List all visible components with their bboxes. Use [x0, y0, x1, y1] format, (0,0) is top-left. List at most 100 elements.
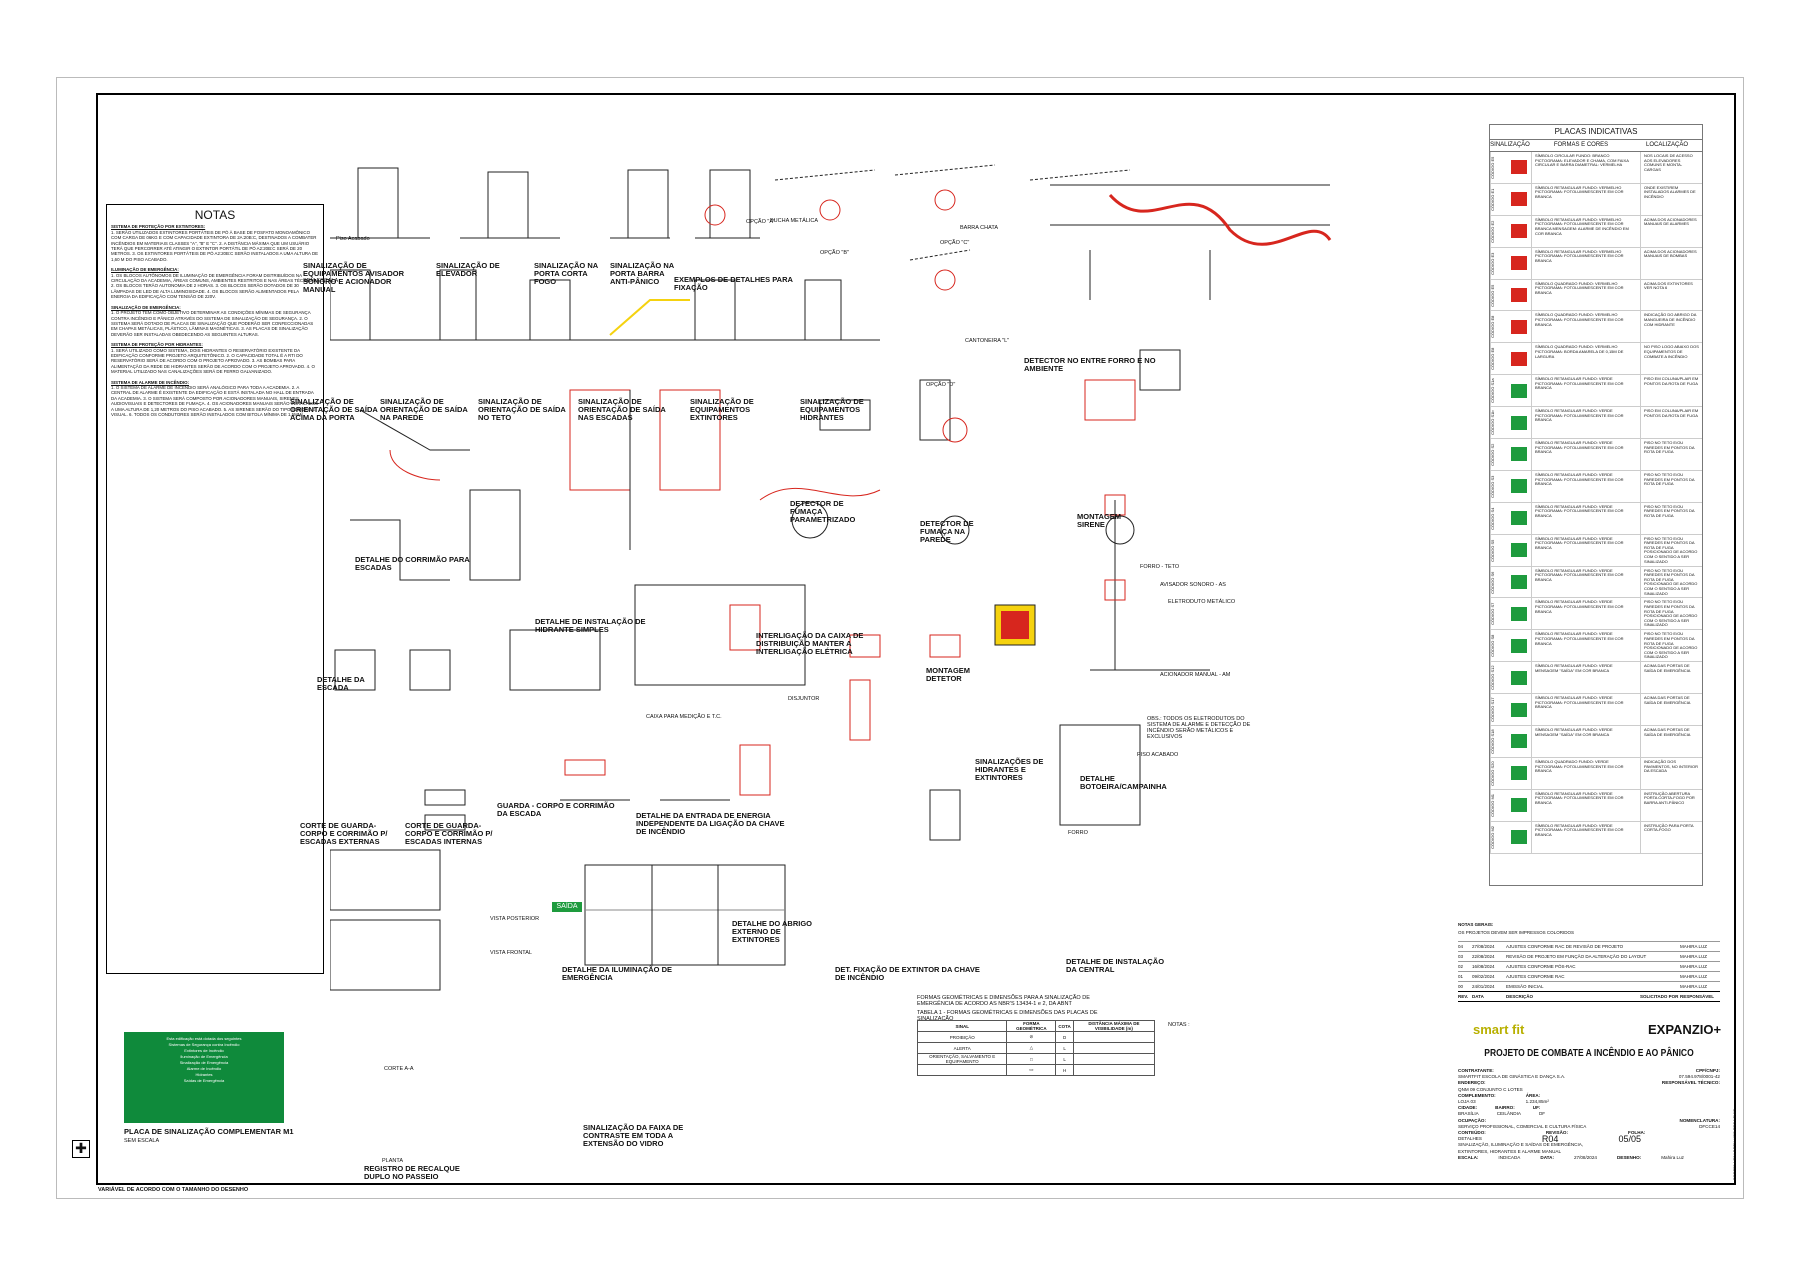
forro-label: FORRO — [1068, 830, 1088, 836]
plate-location: NOS LOCAIS DE ACESSO AOS ELEVADORES COMU… — [1640, 152, 1702, 183]
alarm-note: OBS.: TODOS OS ELETRODUTOS DO SISTEMA DE… — [1147, 716, 1251, 740]
alarm-label: FORRO - TETO — [1140, 564, 1180, 570]
plate-code: CÓDIGO S1a — [1490, 375, 1507, 407]
panel-line: Extintores de Incêndio — [184, 1048, 224, 1053]
notes-section-text: 1. SERÁ UTILIZADO COMO SISTEMA, DOIS HID… — [111, 347, 315, 375]
door-fire-icon — [1511, 830, 1527, 845]
tb-value: INDICADA — [1498, 1154, 1521, 1160]
plate-location: PISO NO TETO E/OU PAREDES EM PONTOS DA R… — [1640, 630, 1702, 662]
rev-by: MAHIRA LUZ — [1680, 984, 1708, 989]
rev-num: 00 — [1458, 984, 1464, 989]
tb-label: DESENHO: — [1616, 1154, 1642, 1160]
detail-title: SINALIZAÇÃO DE ORIENTAÇÃO DE SAÍDA NAS E… — [578, 397, 666, 422]
rev-num: 03 — [1458, 954, 1464, 959]
rev-col: SOLICITADO POR — [1640, 994, 1679, 999]
plate-row: CÓDIGO S20 SÍMBOLO QUADRADO FUNDO: VERDE … — [1490, 757, 1702, 790]
plate-sign — [1507, 758, 1531, 789]
titleblock-fields: CONTRATANTE:CPF/CNPJ: SMARTFIT ESCOLA DE… — [1458, 1068, 1720, 1161]
plate-code: CÓDIGO M2 — [1490, 821, 1507, 853]
saida-sign: SAÍDA — [552, 902, 582, 912]
forms-cell: H — [1055, 1064, 1074, 1076]
plate-desc: SÍMBOLO RETANGULAR FUNDO: VERDE PICTOGRA… — [1531, 375, 1640, 407]
detail-title: SINALIZAÇÃO DE EQUIPAMENTOS AVISADOR SON… — [303, 261, 404, 294]
exit-right-icon — [1511, 415, 1527, 430]
panel-line: Iluminação de Emergência — [180, 1054, 228, 1059]
rev-date: 27/08/2024 — [1472, 944, 1495, 949]
floor-square-icon — [1511, 351, 1527, 366]
panel-line: Hidrantes — [195, 1072, 213, 1077]
plate-location: PISO NO TETO E/OU PAREDES EM PONTOS DA R… — [1640, 502, 1702, 534]
tb-value: Mahira Luz — [1661, 1154, 1684, 1160]
fixing-label: BUCHA METÁLICA — [770, 218, 818, 224]
plate-code: CÓDIGO S20 — [1490, 757, 1507, 789]
tb-value: SERVIÇO PROFISSIONAL, COMERCIAL E CULTUR… — [1458, 1123, 1587, 1129]
project-title: PROJETO DE COMBATE A INCÊNDIO E AO PÂNIC… — [1484, 1048, 1694, 1059]
tb-value: SMARTFIT ESCOLA DE GINÁSTICA E DANÇA S.A… — [1458, 1074, 1566, 1080]
plate-code: CÓDIGO E2 — [1490, 215, 1507, 247]
plate-location: PISO EM COLUNA/PLAIR EM PONTOS DA ROTA D… — [1640, 407, 1702, 439]
detail-title: SINALIZAÇÃO DE ORIENTAÇÃO DE SAÍDA ACIMA… — [290, 397, 378, 422]
view-label: VISTA POSTERIOR — [490, 916, 540, 922]
detail-title: REGISTRO DE RECALQUE DUPLO NO PASSEIO — [364, 1164, 460, 1181]
extinguisher-icon — [1511, 288, 1527, 302]
opcao-label: OPÇÃO "C" — [940, 240, 970, 246]
plate-code: CÓDIGO E1 — [1490, 183, 1507, 215]
plate-sign — [1507, 694, 1531, 725]
tb-value: BRASÍLIA — [1458, 1111, 1479, 1117]
alarm-label: ELETRODUTO METÁLICO — [1168, 599, 1236, 605]
plate-desc: SÍMBOLO QUADRADO FUNDO: VERDE PICTOGRAMA… — [1531, 757, 1640, 789]
plate-location: INSTRUÇÃO PARA PORTA CORTA-FOGO — [1640, 821, 1702, 853]
plate-code: CÓDIGO E8 — [1490, 311, 1507, 343]
plate-code: CÓDIGO S8 — [1490, 630, 1507, 662]
notes-section-text: 1. O SISTEMA DE ALARME DE INCÊNDIO SERÁ … — [111, 384, 319, 417]
rev-desc: REVISÃO DE PROJETO EM FUNÇÃO DA ALTERAÇÃ… — [1506, 954, 1647, 959]
tb-label: CPF/CNPJ: — [1695, 1068, 1720, 1073]
plate-code: CÓDIGO S12 — [1490, 662, 1507, 694]
stairs-left-icon — [1511, 606, 1527, 621]
square-icon: □ — [1006, 1053, 1057, 1065]
rev-num: 01 — [1458, 974, 1464, 979]
tb-value: DETALHES — [1458, 1136, 1482, 1142]
plate-desc: SÍMBOLO RETANGULAR FUNDO: VERMELHO PICTO… — [1531, 247, 1640, 279]
plate-location: ACIMA DAS PORTAS DE SAÍDA DE EMERGÊNCIA — [1640, 662, 1702, 694]
detail-title: DETALHE DA ESCADA — [317, 675, 365, 692]
detail-title: SINALIZAÇÃO DE EQUIPAMENTOS HIDRANTES — [800, 397, 864, 422]
view-label: VISTA FRONTAL — [490, 950, 532, 956]
detail-title: SINALIZAÇÃO DE EQUIPAMENTOS EXTINTORES — [690, 397, 754, 422]
plate-location: PISO NO TETO E/OU PAREDES EM PONTOS DA R… — [1640, 566, 1702, 598]
detail-title: SINALIZAÇÃO DE ORIENTAÇÃO DE SAÍDA NO TE… — [478, 397, 566, 422]
rev-col: DESCRIÇÃO — [1506, 994, 1534, 999]
plate-desc: SÍMBOLO RETANGULAR FUNDO: VERDE PICTOGRA… — [1531, 470, 1640, 502]
detail-title: DETALHE DA ILUMINAÇÃO DE EMERGÊNCIA — [562, 965, 672, 982]
plate-desc: SÍMBOLO RETANGULAR FUNDO: VERDE PICTOGRA… — [1531, 598, 1640, 630]
detail-title: DETECTOR DE FUMAÇA NA PAREDE — [920, 519, 974, 544]
plates-header: SINALIZAÇÃO FORMAS E CORES LOCALIZAÇÃO — [1490, 140, 1702, 152]
forms-th: DISTÂNCIA MÁXIMA DE VISIBILIDADE (m) — [1072, 1020, 1156, 1032]
plate-location: ACIMA DOS ACIONADORES MANUAIS DE ALARMES — [1640, 215, 1702, 247]
plate-desc: SÍMBOLO RETANGULAR FUNDO: VERDE PICTOGRA… — [1531, 534, 1640, 566]
forms-cell: L — [1055, 1042, 1074, 1054]
plate-location: INDICAÇÃO DO ABRIGO DA MANGUEIRA DE INCÊ… — [1640, 311, 1702, 343]
stairs-up-icon — [1511, 575, 1527, 590]
panel-label: CAIXA PARA MEDIÇÃO E T.C. — [646, 714, 722, 720]
tb-label: OCUPAÇÃO: — [1458, 1117, 1486, 1123]
plate-code: CÓDIGO S6 — [1490, 566, 1507, 598]
plate-sign — [1507, 152, 1531, 183]
rectangle-icon: ▭ — [1006, 1064, 1057, 1076]
tb-value: CEILÂNDIA — [1496, 1111, 1521, 1117]
detail-title: DETALHE DE INSTALAÇÃO DA CENTRAL — [1066, 957, 1165, 974]
rev-desc: AJUSTES CONFORME PÓS-RAC — [1506, 964, 1576, 969]
opcao-label: OPÇÃO "B" — [820, 250, 849, 256]
opcao-label: OPÇÃO "A" — [746, 219, 775, 225]
plates-col: FORMAS E CORES — [1553, 142, 1609, 148]
